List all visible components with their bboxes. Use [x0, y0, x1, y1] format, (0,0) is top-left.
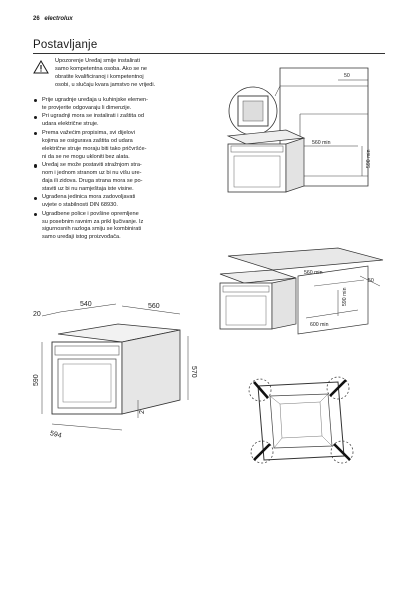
list-item: Pri ugradnji mora se instalirati i zašti…: [33, 113, 213, 129]
dim-label: 560 min: [312, 140, 331, 146]
warning-text: Upozorenje Uređaj smije instalirati samo…: [55, 58, 156, 88]
bullet-dot: [34, 213, 38, 217]
oven-dimensions-drawing: 20 540 560 590 570 2 594: [33, 301, 197, 440]
mounting-screws-figure: [240, 372, 365, 472]
dim-label: 570: [190, 366, 197, 378]
list-item-text: Prema važećim propisima, svi dijelovi ko…: [42, 129, 147, 160]
mounting-screws-drawing: [248, 376, 354, 464]
dim-label: 600 min: [310, 322, 329, 328]
list-item: Uređaj se može postaviti stražnjom stra-…: [33, 162, 213, 194]
list-item: Prema važećim propisima, svi dijelovi ko…: [33, 130, 213, 162]
warning-triangle-icon: [33, 60, 49, 74]
screw-icon: [253, 443, 271, 461]
undercounter-install-drawing: 50 560 min 590 min 600 min: [219, 247, 384, 335]
dim-label: 540: [80, 301, 92, 308]
list-item: Ugradbene police i povšine opremljene su…: [33, 211, 213, 243]
dim-label: 560: [148, 303, 160, 310]
oven-dimensions-figure: 20 540 560 590 570 2 594: [30, 296, 205, 441]
section-title: Postavljanje: [33, 39, 98, 51]
bullet-dot: [34, 115, 38, 119]
screw-icon: [253, 381, 269, 399]
dim-label: 590: [33, 374, 40, 386]
instruction-list: Prije ugradnje uređaja u kuhinjske eleme…: [33, 97, 213, 243]
list-item-text: Ugradbene police i povšine opremljene su…: [42, 210, 144, 241]
dim-label: 50: [368, 278, 374, 284]
warning-notice: Upozorenje Uređaj smije instalirati samo…: [33, 58, 213, 90]
dim-label: 20: [33, 311, 41, 318]
dim-label: 590 min: [342, 287, 348, 306]
dim-label: 2: [139, 410, 146, 414]
list-item-text: Ugrađena jedinica mora zadovoljavati uvj…: [42, 194, 136, 209]
bullet-dot: [34, 164, 38, 168]
column-install-drawing: 50 560 min 590 min: [226, 67, 372, 193]
list-item-text: Uređaj se može postaviti stražnjom stra-…: [42, 162, 143, 192]
list-item: Ugrađena jedinica mora zadovoljavati uvj…: [33, 194, 213, 210]
column-install-figure: 50 560 min 590 min: [218, 66, 388, 196]
screw-icon: [329, 379, 347, 397]
list-item-text: Prije ugradnje uređaja u kuhinjske eleme…: [42, 97, 149, 111]
title-divider: [33, 53, 385, 54]
list-item-text: Pri ugradnji mora se instalirati i zašti…: [42, 113, 144, 128]
bullet-dot: [34, 196, 38, 200]
undercounter-install-figure: 50 560 min 590 min 600 min: [218, 246, 388, 341]
bullet-dot: [34, 99, 38, 103]
brand-name: electrolux: [44, 16, 73, 22]
list-item: Prije ugradnje uređaja u kuhinjske eleme…: [33, 97, 213, 113]
page-number: 26: [33, 16, 40, 22]
page-header: 26 electrolux: [33, 16, 73, 22]
bullet-dot: [34, 132, 38, 136]
dim-label: 594: [49, 430, 62, 440]
dim-label: 50: [344, 73, 350, 79]
dim-label: 560 min: [304, 270, 323, 276]
dim-label: 590 min: [366, 149, 372, 168]
screw-icon: [333, 443, 351, 461]
